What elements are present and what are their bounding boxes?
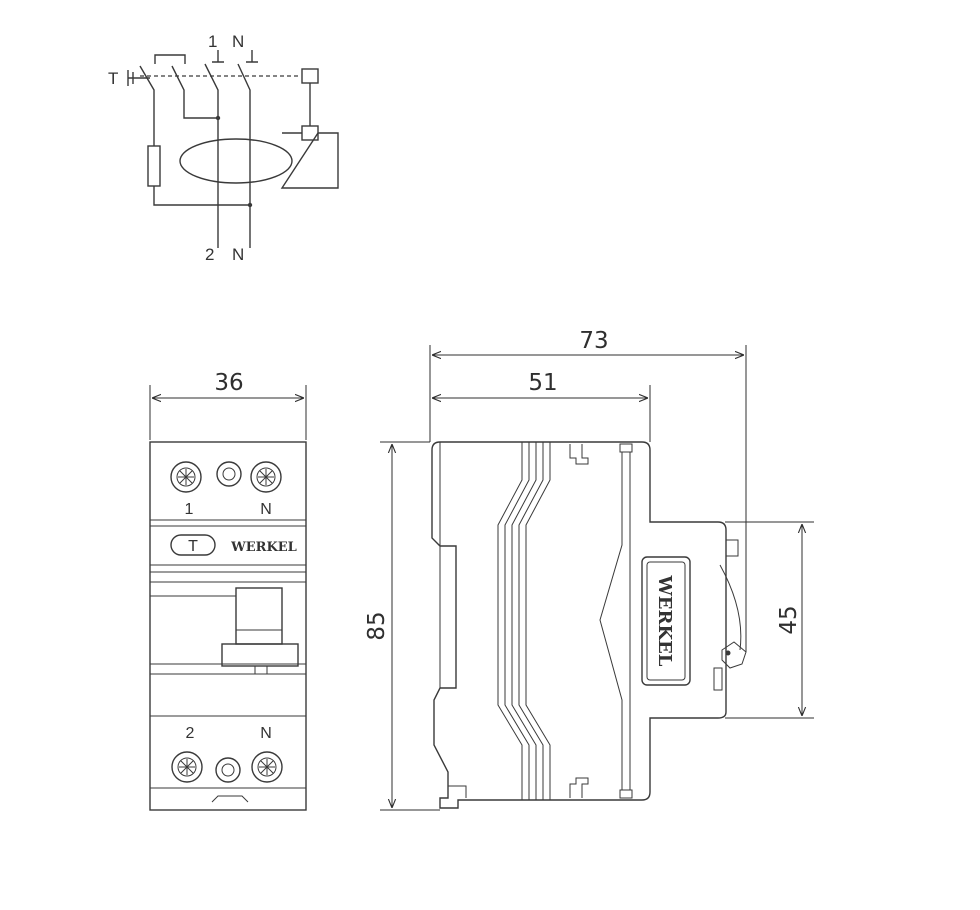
side-handle-stop (726, 539, 739, 557)
side-rib-3 (511, 442, 537, 800)
current-transformer-core (179, 138, 293, 184)
side-rib-2 (504, 442, 530, 800)
bottom-terminal-screw-line (171, 751, 203, 783)
side-panel-seam (599, 452, 623, 790)
din-clip-tab (211, 795, 249, 803)
side-brand-plate (641, 556, 691, 686)
front-body-outline (149, 441, 307, 811)
side-handle-stem (713, 667, 723, 691)
junction-dot-neutral (247, 202, 253, 208)
top-terminal-line-label: 1 (185, 501, 194, 518)
side-view: 73 51 85 45 (364, 328, 814, 811)
side-rib-4 (518, 442, 544, 800)
test-switch-contact (139, 65, 155, 146)
width-dimension-value: 36 (214, 370, 243, 396)
toggle-handle[interactable] (235, 587, 283, 645)
test-resistor (147, 145, 161, 187)
mechanical-link-bracket (154, 54, 186, 64)
side-brand-plate-inner (646, 561, 686, 681)
front-view: 36 1 N T WERKEL (149, 370, 307, 811)
side-top-clip (569, 444, 589, 465)
trip-relay-box (301, 68, 319, 84)
test-return-wire (153, 186, 250, 206)
terminal-top-neutral (246, 50, 258, 63)
side-handle-pivot (725, 650, 731, 656)
height-total-value: 85 (364, 611, 390, 640)
schematic-bottom-neutral-label: N (232, 245, 244, 264)
depth-total-value: 73 (579, 328, 608, 354)
side-brand-logo: WERKEL (654, 575, 675, 667)
side-bottom-tab (619, 789, 633, 799)
detector-loop (280, 132, 339, 189)
side-handle-arc (719, 564, 742, 651)
bottom-center-indicator (215, 757, 241, 783)
test-button[interactable] (170, 534, 216, 556)
terminal-top-line (212, 50, 224, 63)
top-terminal-neutral-label: N (260, 501, 272, 518)
din-rail-clip (447, 785, 467, 798)
toggle-handle-notch (254, 665, 268, 675)
top-terminal-screw-neutral (250, 461, 282, 493)
circuit-schematic: T 1 N 2 N (108, 32, 339, 264)
top-center-indicator (216, 461, 242, 487)
front-brand-logo: WERKEL (230, 540, 297, 555)
test-branch-wire (171, 65, 218, 119)
front-face-height-value: 45 (776, 605, 802, 634)
schematic-top-neutral-label: N (232, 32, 244, 51)
junction-dot-line (215, 115, 221, 121)
test-button-label: T (188, 538, 198, 555)
bottom-terminal-neutral-label: N (260, 725, 272, 742)
depth-body-value: 51 (528, 370, 557, 396)
line-contact (204, 63, 219, 248)
side-rib-5 (525, 442, 551, 800)
toggle-handle-base (221, 643, 299, 667)
neutral-contact (237, 63, 251, 248)
bottom-terminal-line-label: 2 (186, 725, 195, 742)
side-handle-lever[interactable] (721, 641, 747, 669)
side-bottom-clip (569, 777, 589, 798)
side-body-outline (431, 441, 727, 809)
side-top-tab (619, 443, 633, 453)
top-terminal-screw-line (170, 461, 202, 493)
side-rib-1 (497, 442, 523, 800)
schematic-test-label: T (108, 69, 118, 88)
bottom-terminal-screw-neutral (251, 751, 283, 783)
schematic-bottom-line-label: 2 (205, 245, 214, 264)
schematic-top-line-label: 1 (208, 32, 217, 51)
